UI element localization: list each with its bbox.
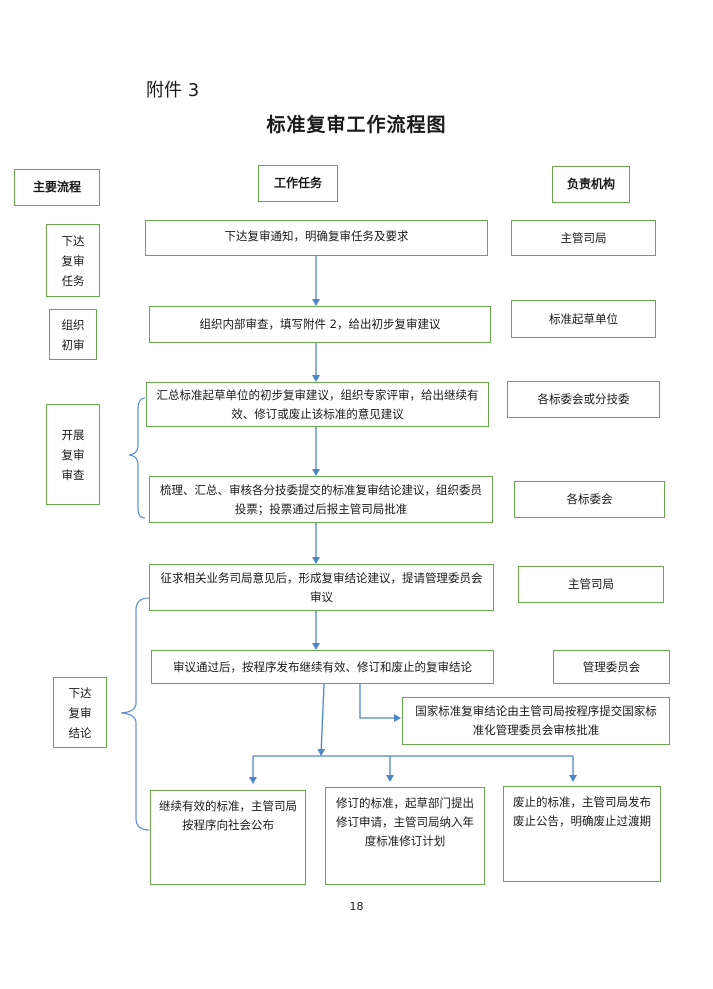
org-competent-department: 主管司局 [511,220,656,256]
brace-conclusion [120,597,150,831]
arrow-6 [317,683,326,756]
header-responsible: 负责机构 [552,166,630,203]
attachment-label: 附件 3 [146,80,200,101]
task-summarize-suggestions: 汇总标准起草单位的初步复审建议，组织专家评审，给出继续有效、修订或废止该标准的意… [146,382,489,427]
org-drafting-unit: 标准起草单位 [511,300,656,338]
stage-issue-review-task: 下达 复审 任务 [46,224,100,297]
task-publish-conclusion: 审议通过后，按程序发布继续有效、修订和废止的复审结论 [151,650,494,684]
arrow-to-national [359,684,401,722]
header-work-task: 工作任务 [258,165,338,202]
stage-issue-conclusion: 下达 复审 结论 [53,677,107,748]
outcome-abolish: 废止的标准，主管司局发布废止公告，明确废止过渡期 [503,786,661,882]
stage-initial-review: 组织 初审 [49,309,97,360]
task-national-standard-approval: 国家标准复审结论由主管司局按程序提交国家标准化管理委员会审核批准 [402,697,670,745]
page-title: 标准复审工作流程图 [266,114,447,136]
header-main-flow: 主要流程 [14,169,100,206]
task-issue-notice: 下达复审通知，明确复审任务及要求 [145,220,488,256]
brace-review [128,397,146,519]
page-number: 18 [349,900,364,913]
stage-conduct-review: 开展 复审 审查 [46,404,100,505]
org-management-committee: 管理委员会 [553,650,670,684]
task-form-conclusion: 征求相关业务司局意见后，形成复审结论建议，提请管理委员会审议 [149,564,494,611]
task-internal-review: 组织内部审查，填写附件 2，给出初步复审建议 [149,306,491,343]
org-committees: 各标委会 [514,481,665,518]
task-audit-and-vote: 梳理、汇总、审核各分技委提交的标准复审结论建议，组织委员投票；投票通过后报主管司… [149,476,493,523]
org-committees-or-subcommittees: 各标委会或分技委 [507,381,660,418]
outcome-revise: 修订的标准，起草部门提出修订申请，主管司局纳入年度标准修订计划 [325,787,485,885]
org-competent-department-2: 主管司局 [518,566,664,603]
outcome-continue-valid: 继续有效的标准，主管司局按程序向社会公布 [150,790,306,885]
